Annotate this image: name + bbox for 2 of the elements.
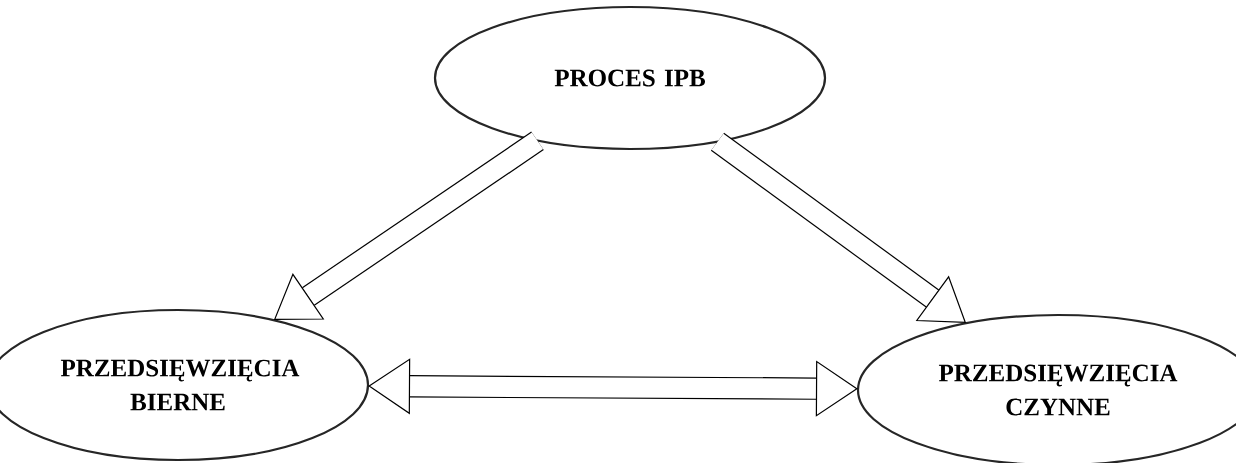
ellipse-node: PROCES IPB <box>433 5 827 151</box>
block-arrow <box>368 358 858 417</box>
